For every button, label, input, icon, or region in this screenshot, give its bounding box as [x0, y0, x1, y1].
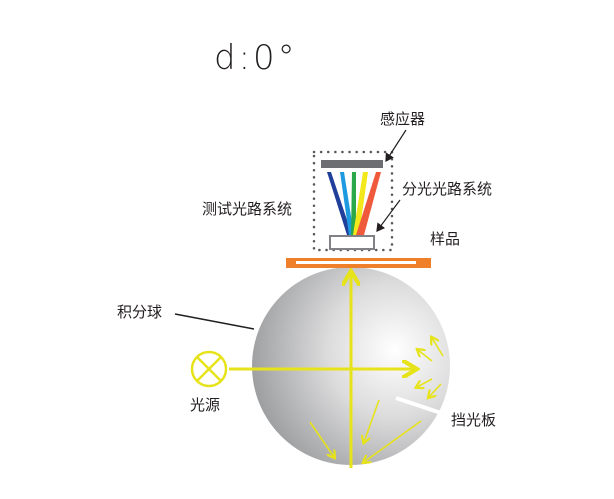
sample-window — [329, 235, 375, 250]
integrating-sphere-label: 积分球 — [117, 303, 163, 321]
test-optics-label: 测试光路系统 — [202, 200, 293, 218]
sensor-label: 感应器 — [380, 110, 426, 128]
measurement-geometry-title: d:0° — [214, 38, 298, 78]
baffle — [395, 396, 442, 415]
spectrum-beams — [327, 172, 381, 235]
sample-label: 样品 — [430, 230, 461, 248]
light-source-label: 光源 — [190, 396, 221, 414]
test-optics-box — [312, 150, 394, 252]
sensor-bar — [321, 160, 383, 168]
dispersion-optics-label: 分光光路系统 — [402, 180, 493, 198]
baffle-label: 挡光板 — [451, 411, 497, 429]
light-source-icon — [190, 350, 228, 388]
scattered-light-arrows — [309, 338, 444, 462]
